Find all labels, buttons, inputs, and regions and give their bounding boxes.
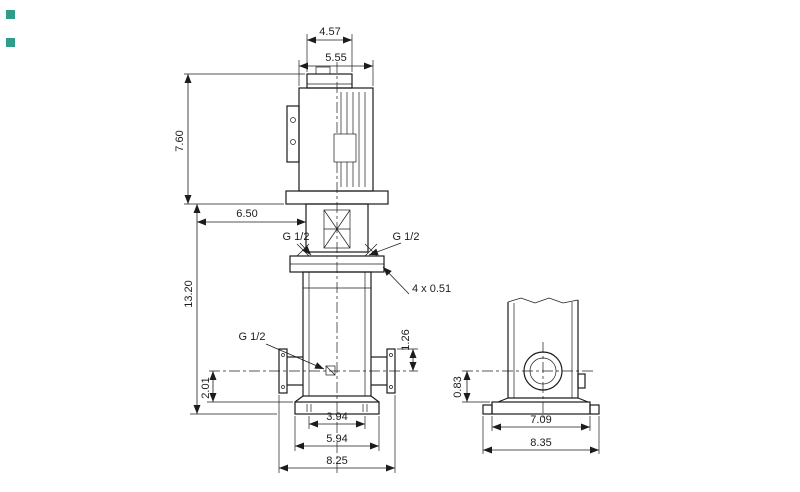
corner-mark-2 [6,38,15,47]
dimension-text: 7.09 [530,414,551,426]
side-base-foot [482,404,493,415]
dim-motor-height: 7.60 [174,73,305,205]
dimension-text: 8.35 [530,437,551,449]
chamber-stack [302,271,372,397]
dimension-text: 7.60 [174,130,186,151]
lifting-eye [315,66,331,75]
side-plug-boss [577,373,586,389]
label-text: G 1/2 [393,231,420,243]
dimension-text: 2.01 [200,377,212,398]
side-base-flare [497,397,509,403]
dim-side-base-length: 7.09 [491,414,591,431]
side-view: 0.83 7.09 8.35 [452,297,600,454]
dim-port-center-to-base: 0.83 [452,371,490,403]
flange-bolt-hole [389,385,393,389]
dim-pump-height: 13.20 [183,204,277,415]
dim-base-width: 5.94 [294,416,380,451]
leader-line [299,242,312,256]
dimension-text: 8.25 [326,455,347,467]
label-drain-port: G 1/2 [239,331,325,370]
label-text: G 1/2 [239,331,266,343]
corner-mark-1 [6,10,15,19]
base-plate [294,401,380,415]
dim-motor-width: 5.55 [298,52,374,86]
drain-plug-diag [325,365,336,376]
terminal-box [286,105,300,163]
dimension-text: 0.83 [452,376,464,397]
dimension-text: 5.55 [325,52,346,64]
drain-plug [325,365,336,376]
dimension-text: 6.50 [236,208,257,220]
port-opening-inner [529,357,557,385]
dimension-text: 5.94 [326,433,347,445]
dimension-text: 3.94 [326,411,347,423]
break-line [507,297,579,304]
leader-line [265,343,325,370]
dim-overall-width: 8.25 [278,395,396,473]
side-base-plate [491,401,591,415]
dim-port-flange-offset: 1.26 [397,329,418,371]
dim-fan-cover-width: 4.57 [306,26,353,72]
right-port-flange [386,348,396,394]
label-staybolt-holes: 4 x 0.51 [382,266,451,295]
label-gauge-port-right: G 1/2 [368,231,420,256]
motor-nameplate [333,133,357,163]
flange-bolt-hole [281,353,285,357]
base-flare-left [294,395,304,403]
base [294,395,380,415]
label-text: G 1/2 [283,231,310,243]
front-view: 4.57 5.55 7.60 6.50 13.20 2.01 [174,26,451,476]
fan-cover [306,73,353,89]
leader-line [382,266,410,295]
dim-side-overall-length: 8.35 [482,416,600,454]
flange-bolt-hole [281,385,285,389]
side-base-foot [589,404,600,415]
side-base-flare [577,397,589,403]
pump-body [289,255,385,397]
base-flare-right [370,395,380,403]
label-text: 4 x 0.51 [412,283,451,295]
cable-entry [290,117,296,123]
ports [278,348,396,394]
left-port-flange [278,348,288,394]
dimension-text: 1.26 [400,329,412,350]
port-opening-outer [523,351,563,391]
label-gauge-port-left: G 1/2 [283,231,312,256]
dimension-text: 4.57 [319,26,340,38]
cable-entry [290,139,296,145]
flange-bolt-hole [389,353,393,357]
stool-body [305,203,369,253]
dim-head-offset: 6.50 [197,208,306,226]
dim-bolt-spacing: 3.94 [308,411,366,429]
dimension-text: 13.20 [183,280,195,308]
leader-line [368,242,402,256]
